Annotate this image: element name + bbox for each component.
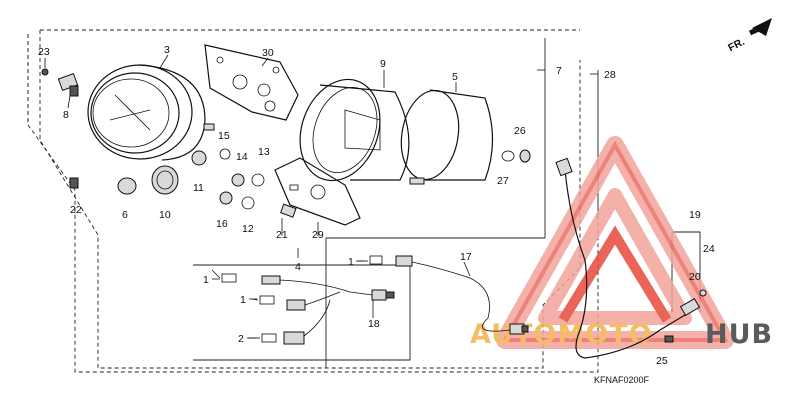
fr-label: FR. bbox=[726, 36, 747, 55]
part-wire-harness bbox=[221, 273, 395, 345]
label-24: 24 bbox=[703, 243, 715, 255]
watermark-text-automoto: AUTOMOTO bbox=[470, 319, 653, 350]
part-mounting-plate bbox=[204, 44, 299, 121]
part-sensor-wire bbox=[369, 255, 529, 335]
part-clip-24 bbox=[699, 289, 707, 297]
label-21: 21 bbox=[276, 229, 288, 241]
front-direction-arrow: FR. bbox=[726, 18, 772, 54]
label-17: 17 bbox=[460, 251, 472, 263]
part-screw-23 bbox=[41, 68, 49, 76]
label-12: 12 bbox=[242, 223, 254, 235]
label-29: 29 bbox=[312, 229, 324, 241]
part-clip-21 bbox=[280, 203, 297, 218]
label-13: 13 bbox=[258, 146, 270, 158]
label-1-harness-top: 1 bbox=[203, 274, 209, 286]
label-15: 15 bbox=[218, 130, 230, 142]
label-8: 8 bbox=[63, 109, 69, 121]
automotohub-watermark: AUTOMOTO HUB bbox=[470, 136, 773, 350]
leader-lines bbox=[44, 54, 598, 339]
label-5: 5 bbox=[452, 71, 458, 83]
label-22: 22 bbox=[70, 204, 82, 216]
part-meter-case bbox=[299, 78, 410, 182]
part-bolt-22 bbox=[69, 177, 79, 189]
label-25: 25 bbox=[656, 355, 668, 367]
label-14: 14 bbox=[236, 151, 248, 163]
label-4: 4 bbox=[295, 261, 301, 273]
part-bolt-25 bbox=[664, 335, 674, 343]
label-1-sensor: 1 bbox=[348, 256, 354, 268]
part-washer-12 bbox=[241, 196, 255, 210]
label-30: 30 bbox=[262, 47, 274, 59]
label-23: 23 bbox=[38, 46, 50, 58]
label-3: 3 bbox=[164, 44, 170, 56]
label-26: 26 bbox=[514, 125, 526, 137]
label-18: 18 bbox=[368, 318, 380, 330]
part-socket-14 bbox=[231, 173, 245, 187]
label-9: 9 bbox=[380, 58, 386, 70]
part-number-labels: 23 3 30 9 5 7 28 8 15 26 13 14 27 11 22 … bbox=[38, 44, 715, 385]
label-10: 10 bbox=[159, 209, 171, 221]
label-1-harness-mid: 1 bbox=[240, 294, 246, 306]
label-6: 6 bbox=[122, 209, 128, 221]
part-small-components bbox=[69, 148, 531, 218]
part-meter-assembly bbox=[87, 64, 215, 161]
watermark-text-hub: HUB bbox=[705, 319, 773, 350]
label-16: 16 bbox=[216, 218, 228, 230]
part-meter-stay bbox=[274, 157, 361, 226]
label-11: 11 bbox=[193, 182, 204, 194]
label-28: 28 bbox=[604, 69, 616, 81]
part-socket-11 bbox=[191, 150, 207, 166]
part-washer-15 bbox=[219, 148, 231, 160]
label-19: 19 bbox=[689, 209, 701, 221]
label-27: 27 bbox=[497, 175, 509, 187]
part-nut-26 bbox=[519, 149, 531, 163]
part-bulb-16 bbox=[219, 191, 233, 205]
label-7: 7 bbox=[556, 65, 562, 77]
part-nut-27 bbox=[501, 150, 515, 162]
part-grommet-6 bbox=[117, 177, 137, 195]
label-2: 2 bbox=[238, 333, 244, 345]
label-20: 20 bbox=[689, 271, 701, 283]
part-rear-case bbox=[400, 89, 494, 185]
diagram-code: KFNAF0200F bbox=[594, 375, 650, 385]
part-cushion-10 bbox=[151, 165, 179, 195]
part-reset-knob bbox=[57, 72, 79, 97]
watermark-triangle-logo bbox=[496, 136, 734, 349]
part-speedometer-cable bbox=[555, 157, 707, 359]
part-washer-13 bbox=[251, 173, 265, 187]
label-dashes bbox=[212, 260, 364, 339]
